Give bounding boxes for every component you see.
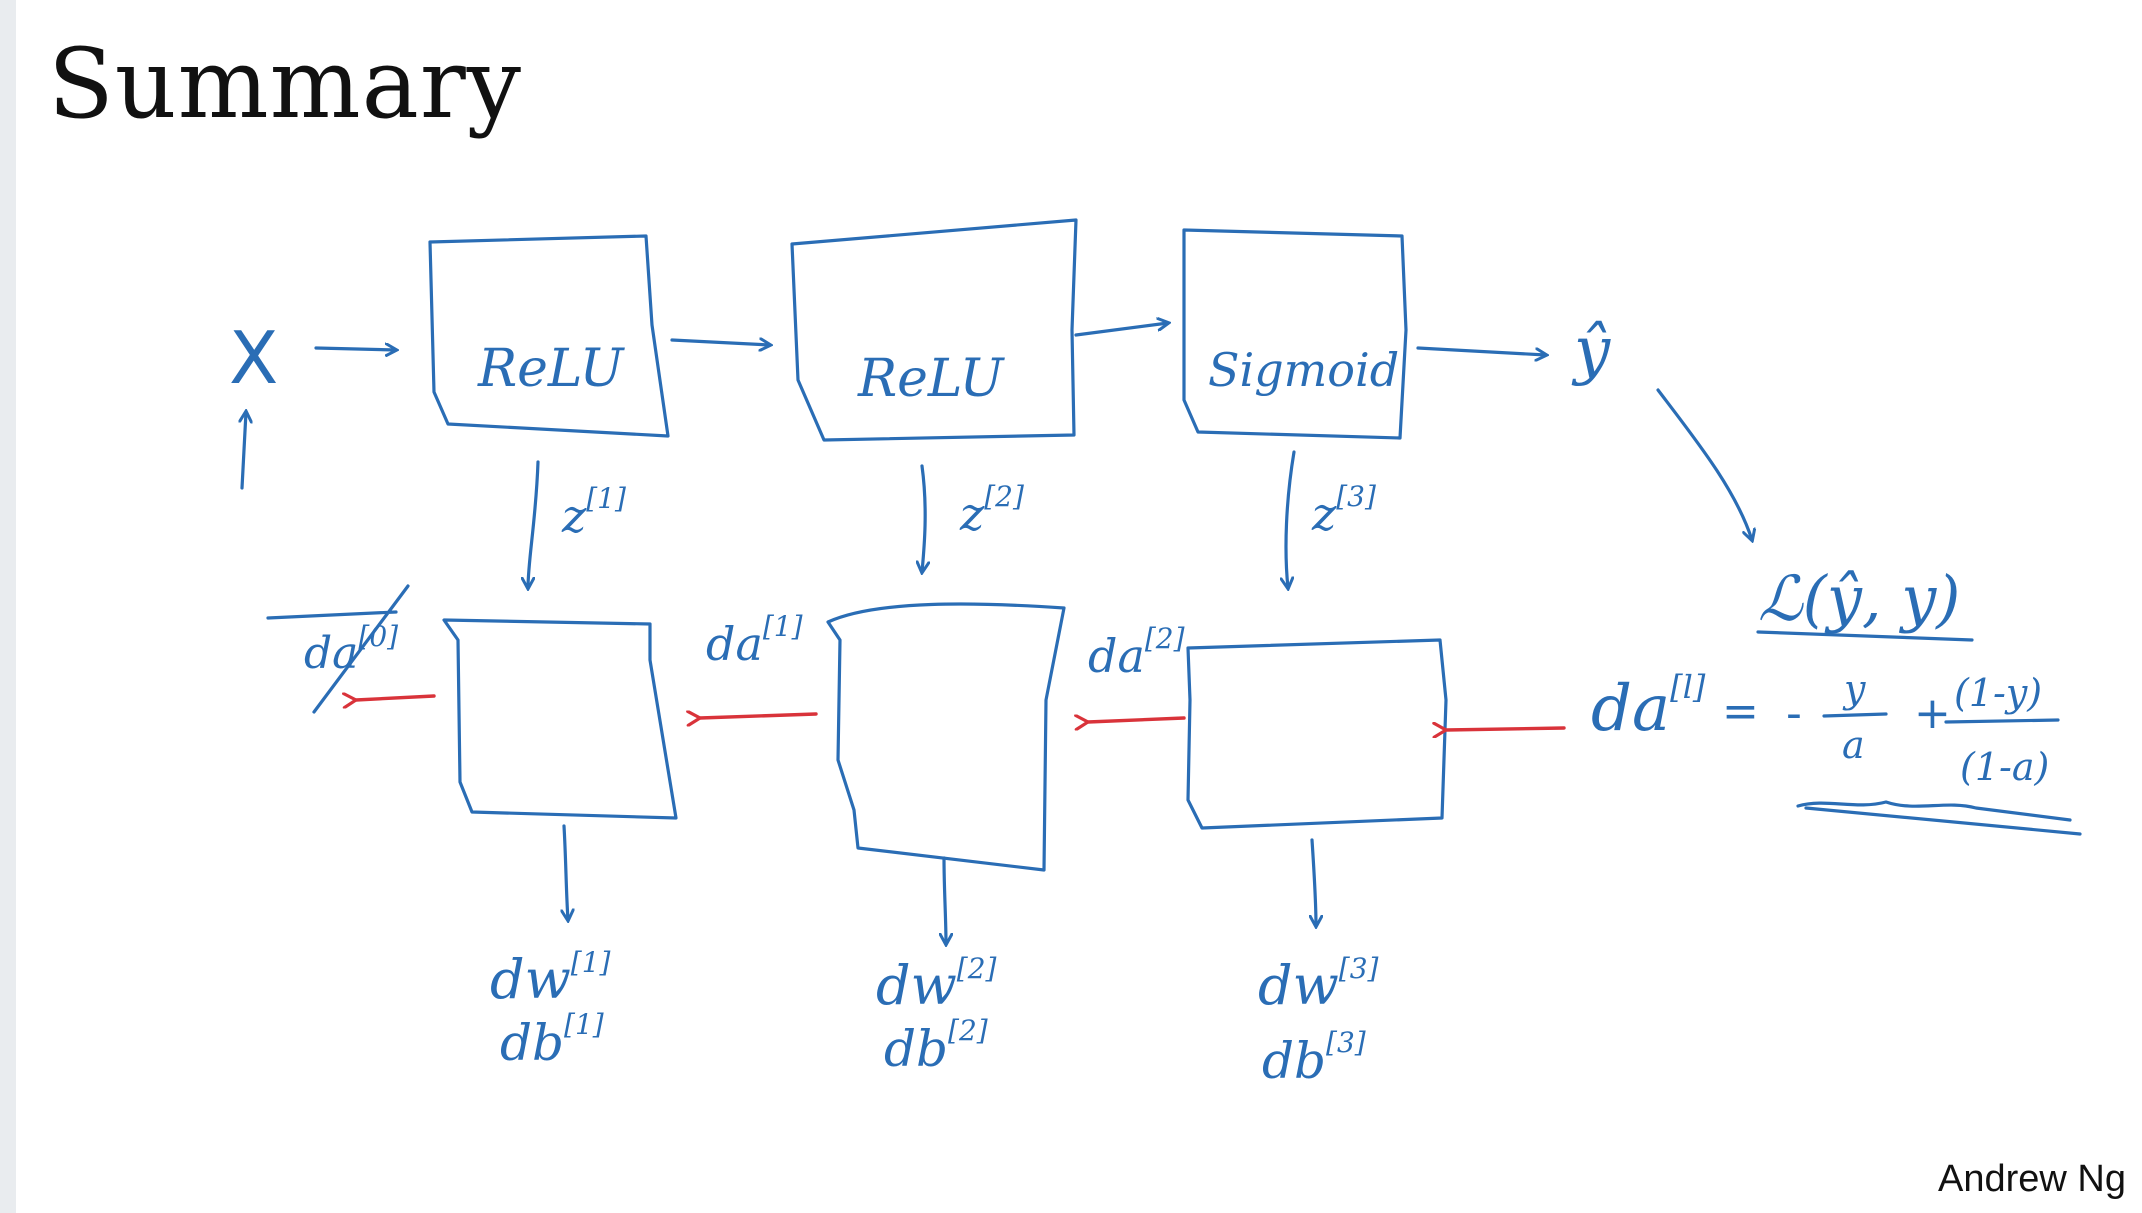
backward-block-1 (442, 618, 678, 820)
cache-arrow-3 (1286, 450, 1296, 588)
grad-db-2: db[2] (884, 1014, 988, 1078)
backprop-arrow-out-1 (356, 696, 436, 700)
backprop-arrow-1 (700, 714, 818, 718)
backprop-arrow-3 (1446, 728, 1566, 730)
loss-term1-sign: - (1786, 688, 1802, 739)
grad-dw-2: dw[2] (876, 952, 997, 1017)
da-0-label: da[0] (304, 620, 398, 679)
forward-block-1-label: ReLU (477, 339, 626, 399)
cache-arrow-1 (528, 460, 540, 588)
backward-block-2 (826, 602, 1066, 872)
forward-block-2-label: ReLU (857, 349, 1006, 409)
forward-block-3 (1182, 228, 1408, 440)
loss-term2-num: (1-y) (1954, 671, 2042, 715)
forward-arrow-2 (1074, 323, 1168, 337)
loss-term1-bar (1822, 712, 1888, 718)
forward-arrow-1 (670, 340, 770, 345)
da-1-label: da[1] (706, 610, 803, 671)
grad-dw-3: dw[3] (1258, 952, 1379, 1017)
loss-equals: = (1722, 686, 1759, 737)
slide: Summary X ReLU ReLU Sigmoid ŷ z[1 (16, 0, 2142, 1213)
forward-block-3-label: Sigmoid (1208, 343, 1399, 397)
forward-block-1 (428, 234, 670, 438)
loss-term1-num: y (1842, 667, 1866, 711)
loss-derivative-underline (1796, 800, 2082, 836)
output-yhat-label: ŷ (1571, 314, 1611, 388)
grad-db-3: db[3] (1262, 1026, 1366, 1090)
author-credit: Andrew Ng (1938, 1158, 2126, 1200)
loss-derivative-lhs: da[l] (1591, 668, 1706, 746)
loss-underline (1756, 630, 1974, 642)
cache-arrow-2 (922, 464, 925, 572)
loss-label: ℒ(ŷ, y) (1758, 562, 1961, 635)
input-arrow-up (242, 412, 246, 490)
backward-block-3 (1186, 638, 1448, 830)
forward-arrow-0 (314, 348, 396, 350)
grad-arrow-3 (1312, 838, 1316, 926)
cache-z2: z[2] (959, 480, 1024, 541)
grad-db-1: db[1] (500, 1008, 604, 1072)
slide-title: Summary (48, 28, 523, 140)
loss-term2-bar (1944, 718, 2060, 724)
backprop-diagram: X ReLU ReLU Sigmoid ŷ z[1] z[2] z[3] ℒ( (229, 218, 2082, 1090)
backprop-arrow-2 (1088, 718, 1186, 722)
grad-arrow-2 (944, 856, 946, 944)
cache-z3: z[3] (1311, 480, 1376, 541)
da-2-label: da[2] (1088, 622, 1185, 683)
loss-term2-sign: + (1914, 688, 1951, 739)
da-0-strikethrough (266, 584, 410, 714)
cache-z1: z[1] (561, 482, 626, 543)
input-x-label: X (229, 316, 278, 400)
forward-arrow-3 (1416, 346, 1546, 355)
loss-term2-den: (1-a) (1960, 745, 2049, 789)
loss-arrow (1656, 388, 1752, 540)
forward-block-2 (790, 218, 1078, 442)
loss-term1-den: a (1842, 723, 1865, 767)
grad-dw-1: dw[1] (490, 946, 611, 1011)
grad-arrow-1 (564, 824, 568, 920)
